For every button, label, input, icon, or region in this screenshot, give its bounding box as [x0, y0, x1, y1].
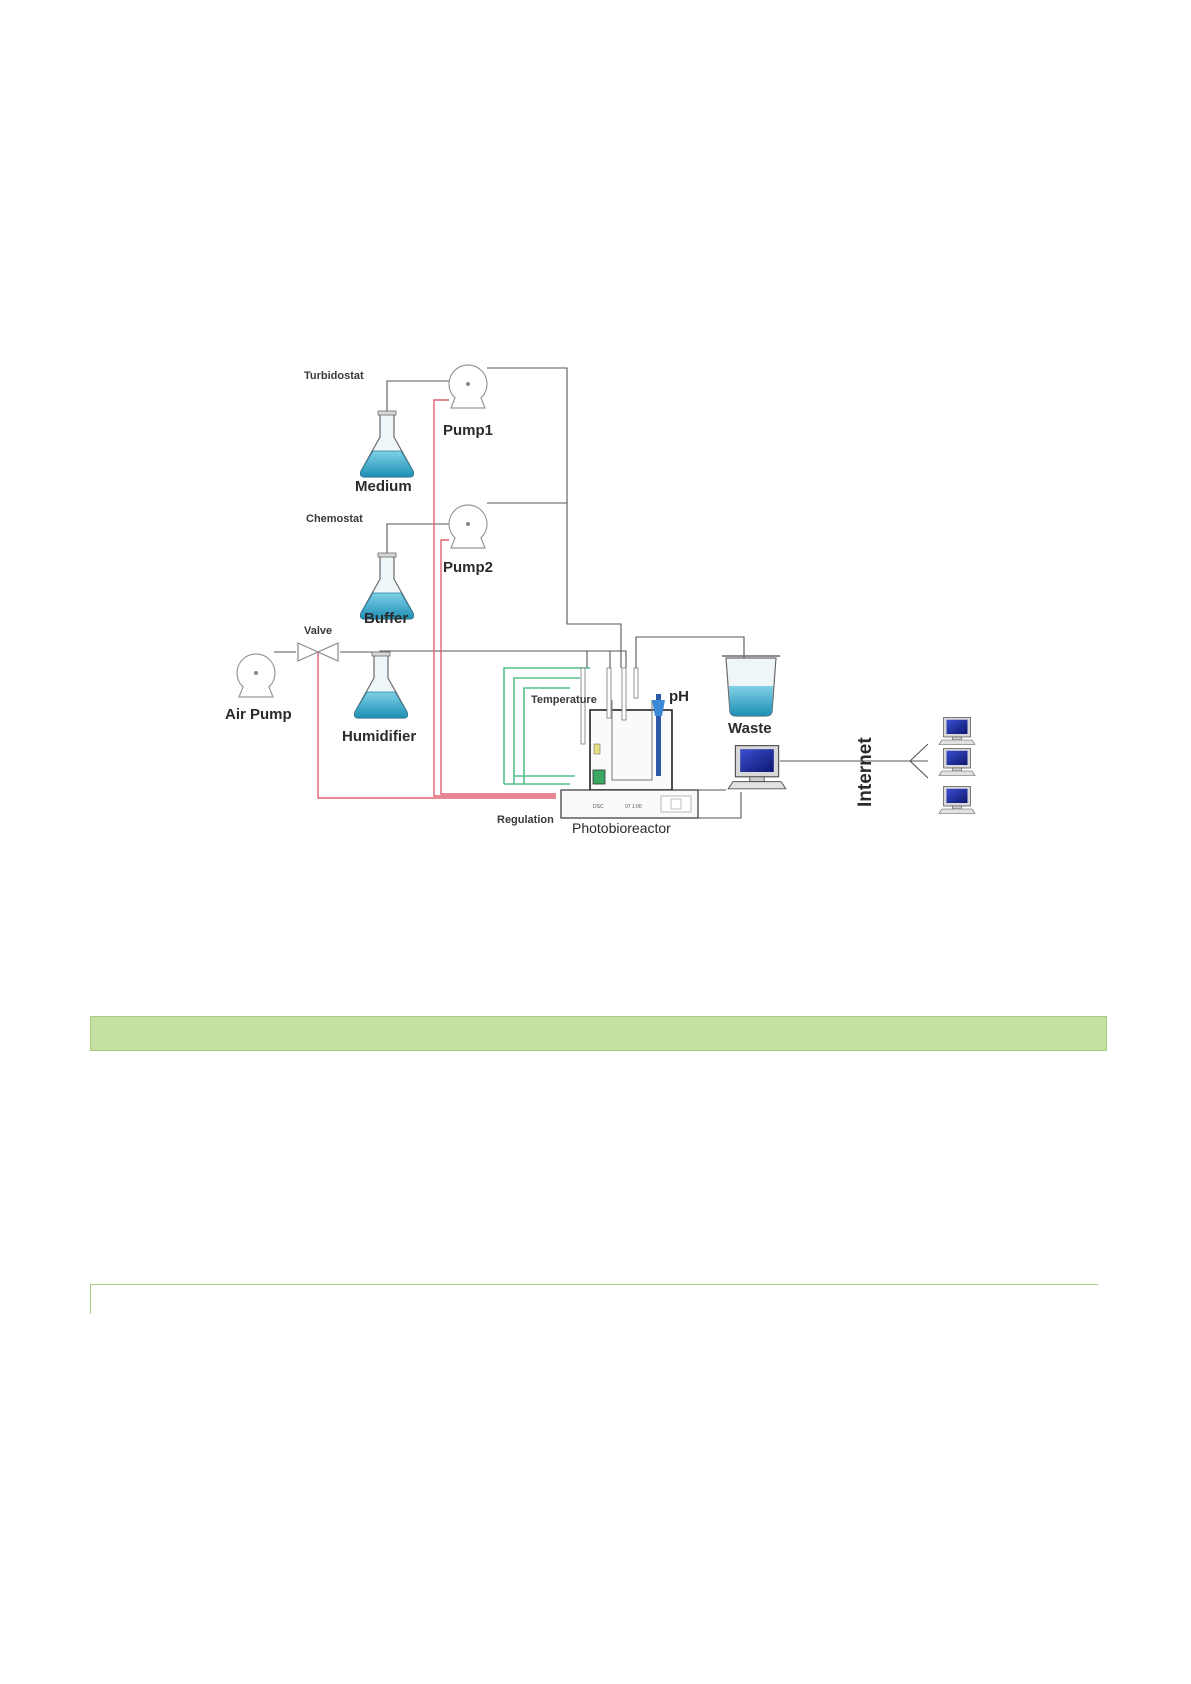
ph-label: pH [669, 688, 689, 705]
pump2-icon [449, 505, 487, 548]
section-highlight-bar [90, 1016, 1107, 1051]
valve-label: Valve [304, 625, 332, 637]
chemostat-label: Chemostat [306, 513, 363, 525]
pump1-icon [449, 365, 487, 408]
section-box-outline [90, 1284, 1098, 1314]
computer-icon [728, 746, 786, 789]
network-fork-icon [939, 718, 975, 814]
medium-flask-icon [361, 411, 414, 477]
photobioreactor-label: Photobioreactor [572, 820, 671, 836]
waste-label: Waste [728, 720, 772, 737]
client-computer-icon [939, 787, 975, 814]
photobioreactor-vessel [581, 668, 672, 790]
humidifier-label: Humidifier [342, 728, 416, 745]
pump1-label: Pump1 [443, 422, 493, 439]
air-pump-label: Air Pump [225, 706, 292, 723]
air-pump-icon [237, 654, 275, 697]
regulation-label: Regulation [497, 814, 554, 826]
waste-beaker-icon [722, 656, 780, 716]
client-computer-icon [939, 718, 975, 745]
client-computer-icon [939, 749, 975, 776]
humidifier-flask-icon [355, 652, 408, 718]
turbidostat-label: Turbidostat [304, 370, 364, 382]
green-sensor-lines [504, 668, 590, 784]
temperature-label: Temperature [531, 694, 597, 706]
buffer-label: Buffer [364, 610, 408, 627]
internet-label: Internet [855, 737, 876, 807]
panel-left-text: DSC [593, 804, 604, 810]
panel-mid-text: 07 1:00 [625, 804, 642, 810]
medium-label: Medium [355, 478, 412, 495]
regulation-panel: DSC 07 1:00 [561, 790, 698, 818]
pump2-label: Pump2 [443, 559, 493, 576]
